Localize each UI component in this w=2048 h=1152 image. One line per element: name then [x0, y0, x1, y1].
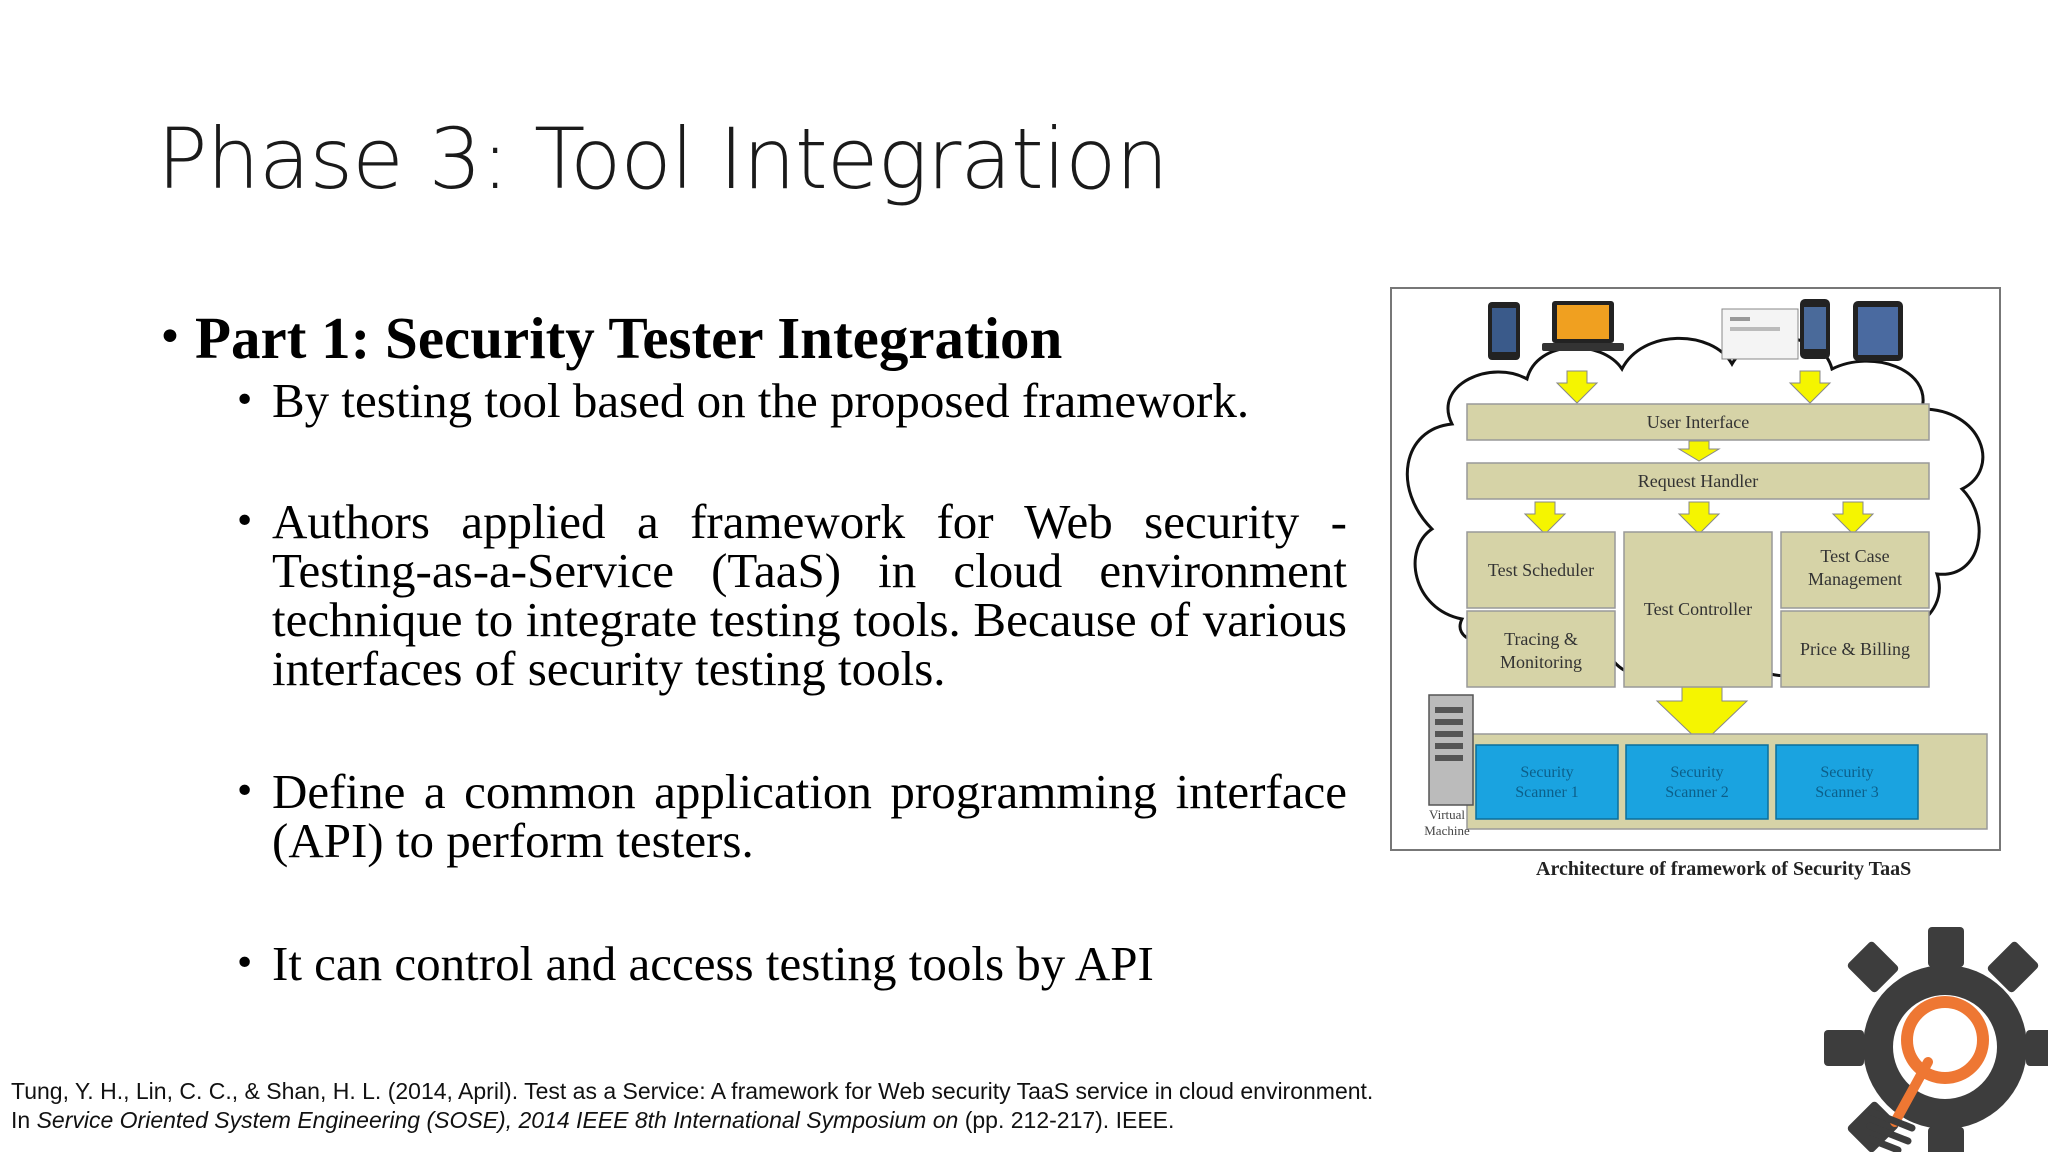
label-virtual: Virtual — [1429, 807, 1465, 822]
slide-title: Phase 3: Tool Integration — [157, 110, 1169, 208]
devices-icon — [1488, 299, 1903, 361]
scanner-boxes — [1475, 744, 1919, 820]
bullet-list: • Part 1: Security Tester Integration • … — [157, 300, 1347, 988]
sub-bullet: • It can control and access testing tool… — [234, 939, 1347, 988]
bullet-dot: • — [234, 501, 256, 542]
sub-bullet-text: Authors applied a framework for Web secu… — [272, 494, 1347, 696]
label-scanner-3a: Security — [1820, 764, 1873, 781]
figure-caption: Architecture of framework of Security Ta… — [1536, 858, 1912, 880]
bullet-dot: • — [157, 312, 183, 363]
bullet-dot: • — [234, 380, 256, 421]
server-icon — [1428, 694, 1474, 806]
label-user-interface: User Interface — [1647, 412, 1749, 432]
label-monitoring: Monitoring — [1500, 652, 1582, 672]
citation-line-1: Tung, Y. H., Lin, C. C., & Shan, H. L. (… — [11, 1078, 1374, 1104]
label-machine: Machine — [1424, 823, 1470, 838]
citation-prefix: In — [11, 1107, 37, 1133]
citation-line-2: In Service Oriented System Engineering (… — [11, 1106, 1373, 1135]
architecture-figure: User Interface Request Handler Test Sche… — [1390, 287, 2001, 851]
arrow-icons — [1523, 370, 1875, 745]
sub-bullet-text: By testing tool based on the proposed fr… — [272, 373, 1250, 428]
bullet-dot: • — [234, 943, 256, 984]
citation-venue: Service Oriented System Engineering (SOS… — [36, 1107, 959, 1133]
label-management: Management — [1808, 569, 1902, 589]
label-scanner-1a: Security — [1520, 764, 1573, 781]
gear-lightbulb-icon — [1824, 927, 2048, 1152]
citation: Tung, Y. H., Lin, C. C., & Shan, H. L. (… — [11, 1077, 1373, 1135]
label-test-scheduler: Test Scheduler — [1488, 560, 1594, 580]
sub-bullet: • By testing tool based on the proposed … — [234, 376, 1347, 425]
bullet-dot: • — [234, 771, 256, 812]
bullet-heading: • Part 1: Security Tester Integration — [157, 300, 1347, 376]
label-scanner-2a: Security — [1670, 764, 1723, 781]
label-test-case: Test Case — [1820, 546, 1889, 566]
label-scanner-1b: Scanner 1 — [1515, 784, 1579, 801]
label-test-controller: Test Controller — [1644, 599, 1752, 619]
sub-bullet-text: Define a common application programming … — [272, 764, 1347, 868]
bullet-heading-text: Part 1: Security Tester Integration — [195, 305, 1063, 371]
label-scanner-2b: Scanner 2 — [1665, 784, 1729, 801]
sub-bullet: • Authors applied a framework for Web se… — [234, 497, 1347, 693]
architecture-diagram: User Interface Request Handler Test Sche… — [1405, 299, 1988, 838]
sub-bullet: • Define a common application programmin… — [234, 767, 1347, 865]
citation-suffix: (pp. 212-217). IEEE. — [958, 1107, 1175, 1133]
label-price-billing: Price & Billing — [1800, 639, 1910, 659]
label-scanner-3b: Scanner 3 — [1815, 784, 1879, 801]
label-request-handler: Request Handler — [1638, 471, 1758, 491]
sub-bullet-text: It can control and access testing tools … — [272, 936, 1154, 991]
label-tracing: Tracing & — [1504, 629, 1578, 649]
